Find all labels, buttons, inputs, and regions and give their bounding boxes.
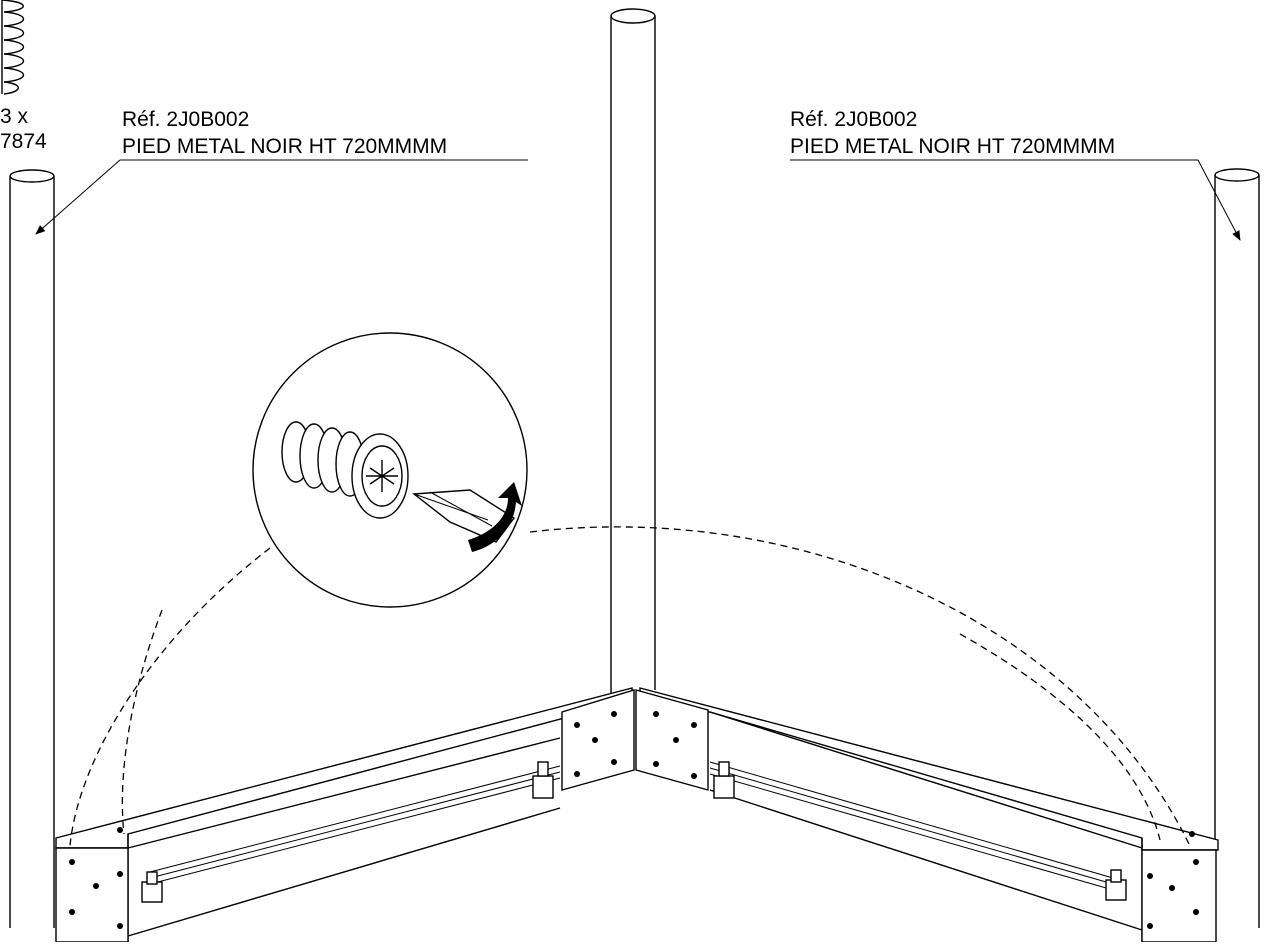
left-callout-name: PIED METAL NOIR HT 720MMMM	[122, 135, 447, 158]
left-leg-post	[9, 169, 55, 928]
left-callout-ref: Réf. 2J0B002	[122, 108, 249, 131]
hardware-code: 7874	[0, 130, 47, 153]
right-callout: Réf. 2J0B002 PIED METAL NOIR HT 720MMMM	[790, 108, 1241, 241]
left-callout: Réf. 2J0B002 PIED METAL NOIR HT 720MMMM	[35, 108, 528, 235]
left-corner-bracket	[55, 827, 129, 943]
guide-arc	[69, 526, 1191, 847]
right-apron-rail	[639, 687, 1219, 942]
right-corner-bracket	[1141, 831, 1217, 943]
left-apron-rail	[55, 687, 633, 942]
center-corner-bracket	[561, 689, 709, 791]
rail-clip-icon	[141, 761, 1127, 903]
rotate-arrow-icon	[468, 482, 522, 552]
screw-partial-icon	[1, 0, 25, 95]
hardware-quantity: 3 x	[0, 105, 29, 128]
right-callout-name: PIED METAL NOIR HT 720MMMM	[790, 135, 1115, 158]
right-leg-post	[1214, 168, 1260, 928]
screw-icon	[281, 421, 409, 519]
center-leg-post	[610, 8, 656, 704]
right-callout-ref: Réf. 2J0B002	[790, 108, 917, 131]
